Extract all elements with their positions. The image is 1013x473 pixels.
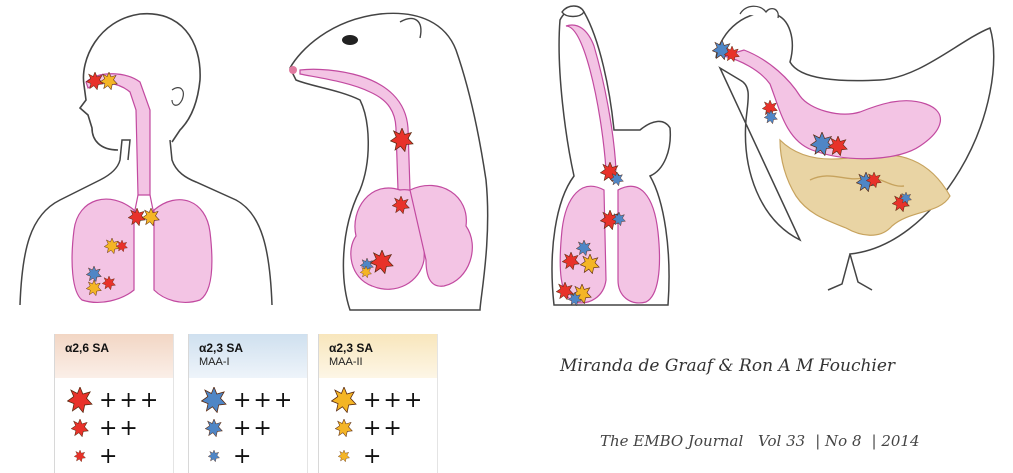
red-star-small-icon (65, 442, 95, 470)
legend-level-high: +++ (329, 386, 437, 414)
journal-number: No 8 (825, 432, 861, 450)
journal-citation: The EMBO Journal Vol 33| No 8| 2014 (600, 432, 930, 450)
blue-star-medium-icon (199, 414, 229, 442)
author-credit: Miranda de Graaf & Ron A M Fouchier (560, 356, 895, 376)
legend-header: α2,3 SA MAA-I (189, 334, 307, 378)
yellow-star-medium-icon (329, 414, 359, 442)
legend-level-low: + (65, 442, 173, 470)
legend-level-medium: ++ (65, 414, 173, 442)
legend-level-high: +++ (199, 386, 307, 414)
legend-level-medium: ++ (329, 414, 437, 442)
legend-level-label: +++ (99, 388, 160, 413)
journal-volume: Vol 33 (758, 432, 805, 450)
legend-title: α2,6 SA (65, 341, 173, 355)
legend-subtitle: MAA-I (199, 355, 307, 369)
legend-alpha26: α2,6 SA +++ ++ + (54, 334, 174, 473)
legend-level-low: + (199, 442, 307, 470)
yellow-star-large-icon (329, 386, 359, 414)
legend-level-high: +++ (65, 386, 173, 414)
legend-levels: +++ ++ + (319, 378, 437, 473)
journal-year: 2014 (881, 432, 919, 450)
legend-title: α2,3 SA (329, 341, 437, 355)
legend-level-label: ++ (363, 416, 404, 441)
blue-star-small-icon (199, 442, 229, 470)
legend-levels: +++ ++ + (55, 378, 173, 473)
red-star-medium-icon (65, 414, 95, 442)
human-illustration (20, 14, 272, 305)
legend-level-medium: ++ (199, 414, 307, 442)
red-star-large-icon (65, 386, 95, 414)
legend-level-label: + (363, 444, 383, 469)
yellow-star-small-icon (329, 442, 359, 470)
blue-star-large-icon (199, 386, 229, 414)
journal-name: The EMBO Journal (600, 432, 743, 450)
species-illustrations (0, 0, 1013, 320)
legend-level-label: ++ (233, 416, 274, 441)
chicken-illustration (712, 6, 993, 290)
legend-levels: +++ ++ + (189, 378, 307, 473)
legend-header: α2,6 SA (55, 334, 173, 378)
legend-alpha23-maa1: α2,3 SA MAA-I +++ ++ + (188, 334, 308, 473)
legend-header: α2,3 SA MAA-II (319, 334, 437, 378)
legend-level-label: + (233, 444, 253, 469)
legend-level-label: ++ (99, 416, 140, 441)
ferret-illustration (289, 13, 488, 310)
legend-alpha23-maa2: α2,3 SA MAA-II +++ ++ + (318, 334, 438, 473)
legend-level-label: +++ (363, 388, 424, 413)
legend-subtitle: MAA-II (329, 355, 437, 369)
legend-level-label: + (99, 444, 119, 469)
legend-level-label: +++ (233, 388, 294, 413)
legend-level-low: + (329, 442, 437, 470)
legend-title: α2,3 SA (199, 341, 307, 355)
pig-illustration (552, 6, 670, 306)
